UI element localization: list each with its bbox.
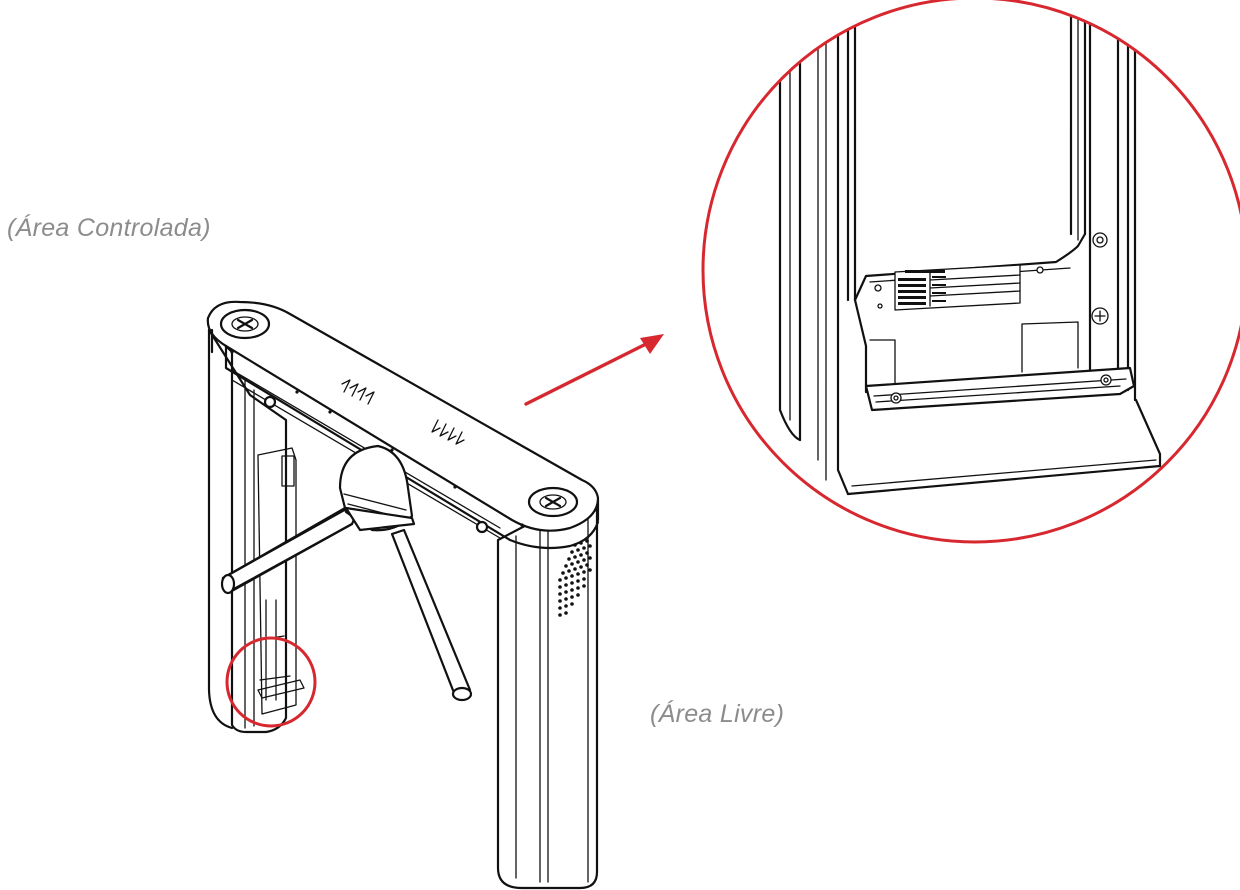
chevron-arrows-icon [341, 379, 465, 445]
rotor-hub [220, 444, 473, 702]
top-beam [206, 300, 600, 550]
controlled-area-label: (Área Controlada) [7, 214, 211, 242]
detail-highlight-circle [225, 636, 317, 728]
right-pillar [496, 508, 599, 890]
arrow-icon [524, 334, 664, 406]
free-area-label: (Área Livre) [650, 700, 785, 728]
left-pillar [207, 328, 305, 734]
detail-view [701, 0, 1240, 544]
detail-magnifier-circle [701, 0, 1240, 544]
turnstile-drawing [206, 300, 600, 890]
